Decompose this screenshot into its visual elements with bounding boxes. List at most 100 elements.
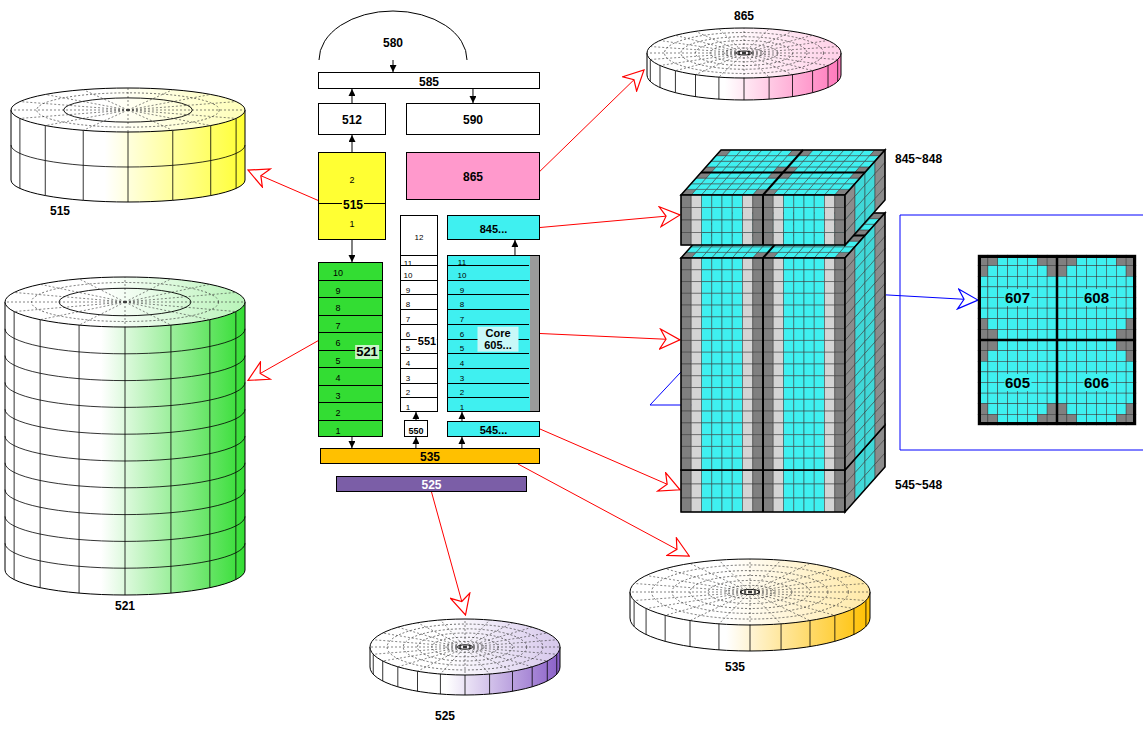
assembly-cell (763, 293, 773, 305)
assembly-cell (732, 458, 742, 470)
assembly-cell (753, 352, 763, 364)
box-label: 521 (355, 345, 379, 360)
inner-ring (59, 288, 191, 316)
assembly-cell (732, 423, 742, 435)
assembly-cell (743, 270, 753, 282)
spoke-line (440, 620, 465, 647)
assembly-cell (712, 376, 722, 388)
assembly-cell (753, 470, 763, 484)
grid-cell (1097, 404, 1107, 415)
callout-arrow (540, 70, 644, 171)
assembly-cell (804, 364, 814, 376)
assembly-cell (784, 305, 794, 317)
assembly-cell (743, 484, 753, 498)
assembly-cell (712, 470, 722, 484)
assembly-cell (681, 364, 691, 376)
drum-drawing (630, 559, 870, 651)
segment-line (235, 312, 236, 580)
assembly-cell (794, 282, 804, 294)
assembly-cell (743, 352, 753, 364)
assembly-cell (835, 258, 845, 270)
grid-cell (988, 351, 998, 362)
segment-line (172, 130, 173, 200)
grid-cell (988, 329, 998, 340)
spoke-line (128, 88, 129, 110)
assembly-cell (691, 458, 701, 470)
spoke-line (744, 53, 828, 66)
grid-cell (1057, 393, 1067, 404)
assembly-cell (722, 411, 732, 423)
segment-line (19, 118, 20, 188)
segment-line (792, 75, 793, 97)
row-number: 6 (335, 338, 340, 348)
assembly-drawing (681, 150, 885, 512)
drum-top-tint (647, 28, 841, 78)
assembly-cell (691, 352, 701, 364)
dome-shape-shape (318, 10, 468, 60)
assembly-cell (712, 208, 722, 221)
grid-cell (1077, 361, 1087, 372)
spoke-line (465, 647, 490, 674)
row-number: 4 (406, 359, 410, 368)
drum-top (11, 88, 245, 132)
assembly-cell (875, 188, 885, 212)
assembly-cell (712, 340, 722, 352)
assembly-cell (825, 329, 835, 341)
assembly-cell (855, 210, 865, 234)
flow-arrow (514, 240, 515, 255)
assembly-cell (722, 458, 732, 470)
assembly-cell (691, 470, 701, 484)
process-box: 545... (447, 421, 540, 437)
segment-line (512, 671, 513, 691)
segment-line (828, 66, 829, 88)
assembly-cell (814, 195, 824, 208)
grid-cell (1047, 329, 1057, 340)
assembly-cell (814, 233, 824, 246)
spoke-line (128, 94, 211, 110)
segment-line (769, 77, 770, 99)
assembly-cell (722, 340, 732, 352)
spoke-line (660, 41, 744, 54)
row-cell: 10 (447, 265, 529, 280)
grid-cell (1116, 393, 1126, 404)
box-label: 551 (417, 335, 437, 348)
assembly-cell (875, 413, 885, 436)
assembly-cell (794, 458, 804, 470)
flow-arrow (415, 437, 416, 448)
drum-top-tint (5, 277, 245, 327)
assembly-cell (753, 233, 763, 246)
grid-cell (1057, 329, 1067, 340)
assembly-cell (794, 376, 804, 388)
row-number: 12 (415, 233, 424, 242)
assembly-cell (773, 484, 783, 498)
segment-line (45, 126, 46, 196)
process-box: 845... (447, 215, 540, 240)
grid-cell (1027, 266, 1037, 277)
flow-arrow (461, 412, 462, 421)
inner-ring (64, 98, 193, 122)
row-number: 6 (406, 330, 410, 339)
assembly-cell (763, 423, 773, 435)
assembly-cell (835, 364, 845, 376)
assembly-cell (804, 388, 814, 400)
segment-line (659, 66, 660, 88)
assembly-cell (712, 411, 722, 423)
callout-arrow (518, 464, 689, 556)
callout-number: 608 (1083, 289, 1110, 306)
grid-cell (1067, 298, 1077, 309)
spoke-line (675, 53, 744, 71)
assembly-cell (722, 317, 732, 329)
assembly-cell (691, 484, 701, 498)
assembly-cell (804, 270, 814, 282)
process-box: 1110987654321Core 605... (447, 255, 540, 412)
grid-cell (1067, 393, 1077, 404)
grid-cell (998, 266, 1008, 277)
assembly-cell (835, 470, 845, 484)
assembly-cell (804, 423, 814, 435)
assembly-cell (804, 446, 814, 458)
row-cell: 1 (318, 420, 383, 438)
assembly-cell (773, 423, 783, 435)
assembly-cell (773, 340, 783, 352)
segment-line (646, 609, 647, 635)
assembly-cell (763, 458, 773, 470)
